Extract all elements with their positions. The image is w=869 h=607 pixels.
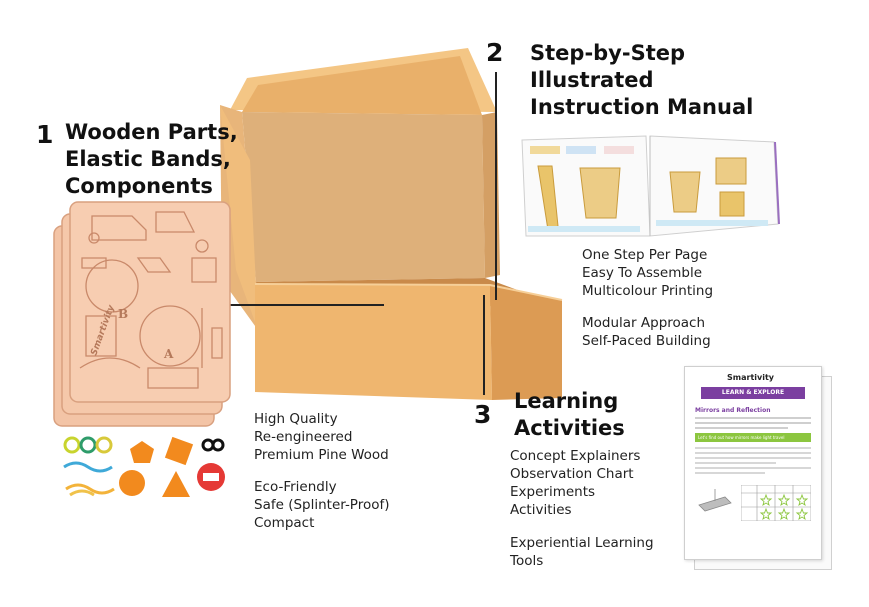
section-3-heading: Learning Activities <box>514 389 625 440</box>
section-3-number: 3 <box>474 400 492 429</box>
red-cap-slot <box>203 473 219 481</box>
worksheet-body-lines <box>695 447 811 477</box>
worksheet-subheading: Let's find out how mirrors make light tr… <box>695 433 811 442</box>
worksheet-front: Smartivity LEARN & EXPLORE Mirrors and R… <box>684 366 822 560</box>
plywood-boards: B A Smartivity <box>53 201 231 427</box>
section-1-features-b: Eco-Friendly Safe (Splinter-Proof) Compa… <box>254 479 390 531</box>
connector-line-1 <box>200 304 384 306</box>
circle-piece <box>119 470 145 496</box>
section-3-features-b: Experiential Learning Tools <box>510 535 654 569</box>
worksheet-diagram <box>698 489 732 512</box>
worksheet-text-lines <box>695 417 811 432</box>
instruction-manual <box>521 135 780 237</box>
worksheet-banner: LEARN & EXPLORE <box>701 387 805 399</box>
worksheet-title: Mirrors and Reflection <box>695 407 771 414</box>
section-2-features-a: One Step Per Page Easy To Assemble Multi… <box>582 247 714 299</box>
section-1-number: 1 <box>36 120 54 149</box>
worksheet-brand: Smartivity <box>727 373 775 382</box>
connector-line-3 <box>483 295 485 395</box>
square-piece <box>164 436 194 466</box>
section-1-heading: Wooden Parts, Elastic Bands, Components <box>65 120 238 198</box>
elastic-bands <box>63 436 115 497</box>
triangle-piece <box>162 471 190 497</box>
board-letter-b: B <box>118 307 128 321</box>
connector-line-2 <box>495 72 497 300</box>
ring-pieces <box>201 438 225 452</box>
pentagon-piece <box>130 441 154 463</box>
section-2-features-b: Modular Approach Self-Paced Building <box>582 315 711 349</box>
section-2-number: 2 <box>486 38 504 67</box>
section-1-features-a: High Quality Re-engineered Premium Pine … <box>254 411 389 463</box>
section-2-heading: Step-by-Step Illustrated Instruction Man… <box>530 41 754 119</box>
worksheet-star-table <box>741 485 811 521</box>
components-group <box>63 436 225 497</box>
board-letter-a: A <box>163 347 174 361</box>
section-3-features-a: Concept Explainers Observation Chart Exp… <box>510 448 641 518</box>
